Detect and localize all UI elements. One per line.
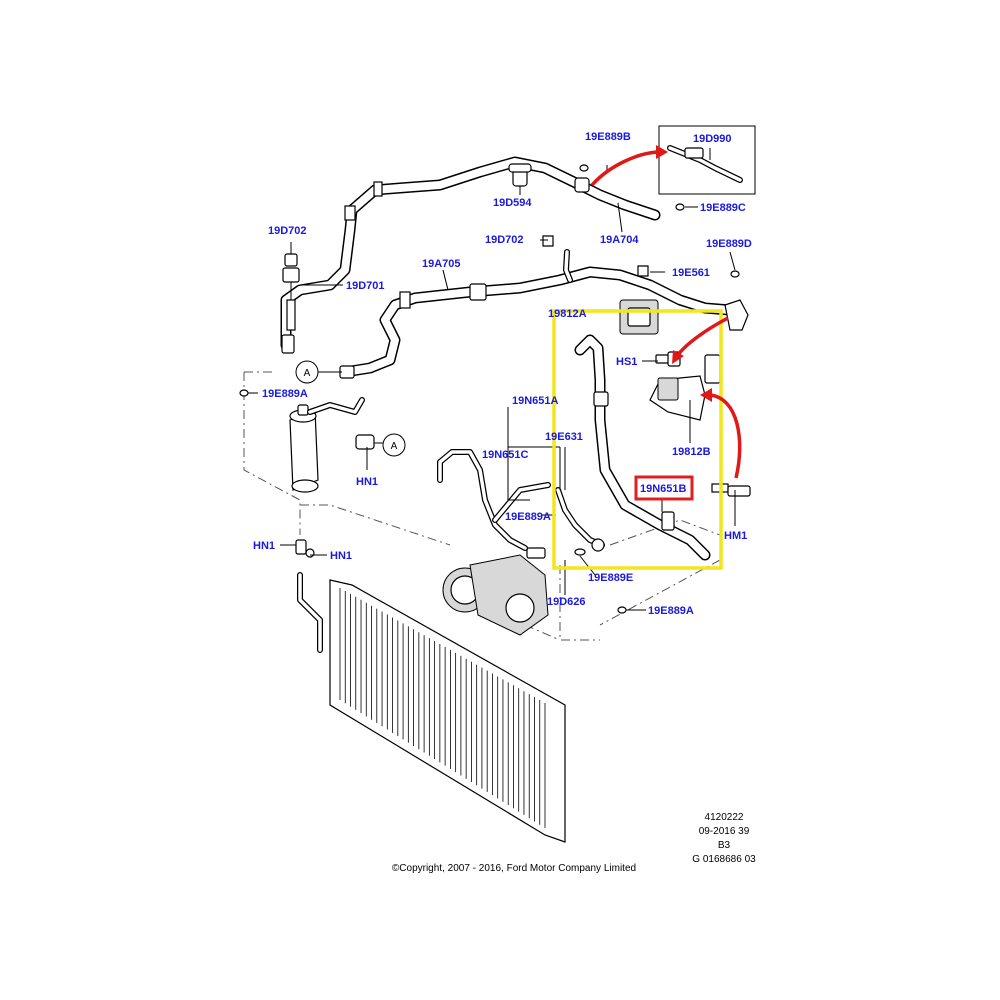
label-19E631: 19E631	[545, 431, 583, 443]
ref-circle-a-1: A	[295, 360, 342, 384]
hose-19N651B	[574, 334, 711, 561]
arrow-to-19812B	[709, 393, 742, 479]
label-19E889D: 19E889D	[706, 238, 752, 250]
red-arrows	[590, 145, 742, 479]
label-19D990: 19D990	[693, 133, 732, 145]
part-labels: 19E889B 19D990 19D594 19A704 19E889C 19D…	[253, 131, 752, 617]
label-19A704: 19A704	[600, 234, 639, 246]
condenser	[297, 572, 566, 843]
pipe-19A704	[280, 156, 661, 354]
arrow-to-19812B-head	[700, 388, 712, 402]
label-19E889A-mid: 19E889A	[505, 511, 551, 523]
condenser-fins	[339, 588, 546, 828]
label-19D594: 19D594	[493, 197, 532, 209]
label-19N651A: 19N651A	[512, 395, 559, 407]
label-19E889A-left: 19E889A	[262, 388, 308, 400]
label-19812B: 19812B	[672, 446, 711, 458]
fitting-HN1-left	[295, 539, 315, 558]
label-HN1-a: HN1	[356, 476, 378, 488]
label-HS1: HS1	[616, 356, 637, 368]
pipe-19D702-upper	[542, 235, 649, 283]
valve-19D702-left	[282, 253, 300, 331]
label-HN1-c: HN1	[330, 550, 352, 562]
accumulator	[289, 397, 375, 493]
label-19D702-left: 19D702	[268, 225, 307, 237]
label-19D626: 19D626	[547, 596, 586, 608]
o-rings	[239, 164, 740, 614]
highlight-box	[552, 309, 723, 570]
svg-text:A: A	[304, 368, 311, 379]
valve-19D594	[508, 163, 532, 195]
pipe-19E631	[555, 487, 605, 552]
footer-ref-1: 4120222	[705, 812, 744, 823]
copyright-text: ©Copyright, 2007 - 2016, Ford Motor Comp…	[392, 863, 636, 874]
label-HM1: HM1	[724, 530, 747, 542]
label-19E889A-right: 19E889A	[648, 605, 694, 617]
label-19N651B: 19N651B	[640, 483, 687, 495]
footer-ref-2: 09-2016 39	[699, 826, 750, 837]
end-fitting-right	[724, 299, 749, 331]
stud-HM1	[711, 483, 751, 497]
selected-part-box	[634, 475, 694, 501]
svg-text:A: A	[391, 441, 398, 452]
label-HN1-b: HN1	[253, 540, 275, 552]
footer-ref-4: G 0168686 03	[692, 854, 756, 865]
label-19D701: 19D701	[346, 280, 385, 292]
label-19E889E: 19E889E	[588, 572, 633, 584]
arrow-to-19D990-head	[656, 145, 668, 159]
arrow-to-hs1-head	[672, 350, 684, 364]
label-19N651C: 19N651C	[482, 449, 529, 461]
bracket-19812B	[649, 354, 721, 421]
hose-19A705	[339, 266, 736, 379]
label-19A705: 19A705	[422, 258, 461, 270]
detail-inset	[658, 125, 756, 195]
footer-ref-3: B3	[718, 840, 731, 851]
arrow-to-hs1	[676, 316, 729, 357]
footer-refs: 4120222 09-2016 39 B3 G 0168686 03 ©Copy…	[392, 812, 756, 874]
ref-circle-a-2: A	[374, 433, 406, 457]
label-19D702-upper: 19D702	[485, 234, 524, 246]
label-19E561: 19E561	[672, 267, 710, 279]
switch-19812A	[619, 299, 659, 335]
pipe-19N651C	[437, 449, 551, 551]
label-19812A: 19812A	[548, 308, 587, 320]
arrow-to-19D990	[590, 150, 661, 187]
label-19E889B: 19E889B	[585, 131, 631, 143]
label-19E889C: 19E889C	[700, 202, 746, 214]
guide-lines	[243, 371, 721, 641]
compressor	[442, 547, 549, 636]
